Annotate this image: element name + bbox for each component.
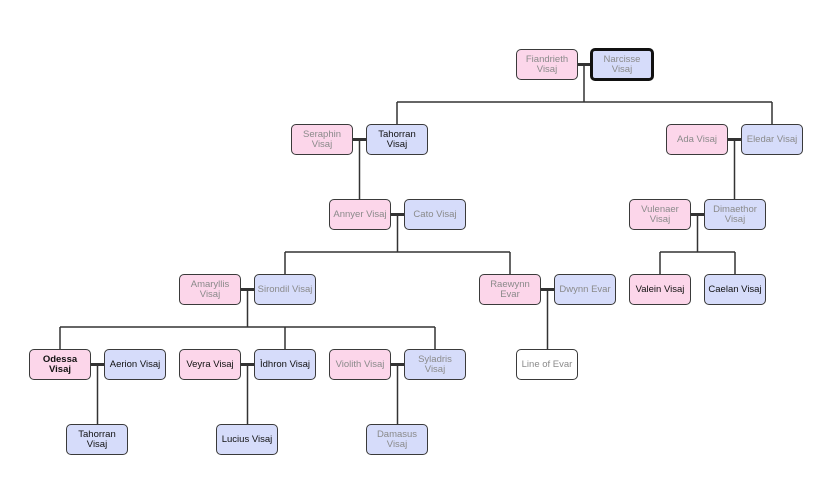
person-label: Line of Evar bbox=[521, 358, 573, 370]
person-label: Sirondil Visaj bbox=[257, 283, 313, 295]
person-node-damasus[interactable]: Damasus Visaj bbox=[366, 424, 428, 455]
person-label: Valein Visaj bbox=[635, 283, 685, 295]
person-label: Vulenaer Visaj bbox=[641, 203, 679, 225]
person-label: Damasus Visaj bbox=[376, 428, 418, 450]
person-label: Syladris Visaj bbox=[418, 353, 452, 375]
person-node-dwynn[interactable]: Dwynn Evar bbox=[554, 274, 616, 305]
person-node-tahorran[interactable]: Tahorran Visaj bbox=[366, 124, 428, 155]
person-node-eledar[interactable]: Eledar Visaj bbox=[741, 124, 803, 155]
person-node-line-of-evar[interactable]: Line of Evar bbox=[516, 349, 578, 380]
person-label: Tahorran Visaj bbox=[378, 128, 416, 150]
person-label: Violith Visaj bbox=[335, 358, 385, 370]
person-label: Lucius Visaj bbox=[221, 433, 273, 445]
person-node-annyer[interactable]: Annyer Visaj bbox=[329, 199, 391, 230]
person-label: Caelan Visaj bbox=[708, 283, 762, 295]
person-label: Odessa Visaj bbox=[42, 353, 78, 375]
person-node-cato[interactable]: Cato Visaj bbox=[404, 199, 466, 230]
person-node-caelan[interactable]: Caelan Visaj bbox=[704, 274, 766, 305]
person-label: Annyer Visaj bbox=[333, 208, 387, 220]
person-label: Seraphin Visaj bbox=[302, 128, 342, 150]
person-node-narcisse-selected[interactable]: Narcisse Visaj bbox=[590, 48, 654, 81]
person-node-seraphin[interactable]: Seraphin Visaj bbox=[291, 124, 353, 155]
person-label: Eledar Visaj bbox=[746, 133, 798, 145]
person-node-lucius[interactable]: Lucius Visaj bbox=[216, 424, 278, 455]
person-node-sirondil[interactable]: Sirondil Visaj bbox=[254, 274, 316, 305]
person-label: Cato Visaj bbox=[413, 208, 457, 220]
person-node-odessa[interactable]: Odessa Visaj bbox=[29, 349, 91, 380]
person-label: Fiandrieth Visaj bbox=[525, 53, 569, 75]
person-node-raewynn[interactable]: Raewynn Evar bbox=[479, 274, 541, 305]
person-node-tahorran-junior[interactable]: Tahorran Visaj bbox=[66, 424, 128, 455]
person-node-ada[interactable]: Ada Visaj bbox=[666, 124, 728, 155]
person-node-syladris[interactable]: Syladris Visaj bbox=[404, 349, 466, 380]
person-node-veyra[interactable]: Veyra Visaj bbox=[179, 349, 241, 380]
person-node-amaryllis[interactable]: Amaryllis Visaj bbox=[179, 274, 241, 305]
person-label: Veyra Visaj bbox=[186, 358, 234, 370]
person-node-aerion[interactable]: Aerion Visaj bbox=[104, 349, 166, 380]
person-label: Amaryllis Visaj bbox=[190, 278, 230, 300]
person-label: Narcisse Visaj bbox=[603, 53, 641, 75]
person-label: Aerion Visaj bbox=[109, 358, 161, 370]
person-label: Dimaethor Visaj bbox=[713, 203, 757, 225]
person-node-idhron[interactable]: Ìdhron Visaj bbox=[254, 349, 316, 380]
person-label: Raewynn Evar bbox=[490, 278, 530, 300]
person-node-vulenaer[interactable]: Vulenaer Visaj bbox=[629, 199, 691, 230]
person-node-violith[interactable]: Violith Visaj bbox=[329, 349, 391, 380]
person-label: Ada Visaj bbox=[677, 133, 717, 145]
person-label: Ìdhron Visaj bbox=[260, 358, 310, 370]
person-node-fiandrieth[interactable]: Fiandrieth Visaj bbox=[516, 49, 578, 80]
person-label: Tahorran Visaj bbox=[78, 428, 116, 450]
person-label: Dwynn Evar bbox=[559, 283, 611, 295]
person-node-valein[interactable]: Valein Visaj bbox=[629, 274, 691, 305]
person-node-dimaethor[interactable]: Dimaethor Visaj bbox=[704, 199, 766, 230]
